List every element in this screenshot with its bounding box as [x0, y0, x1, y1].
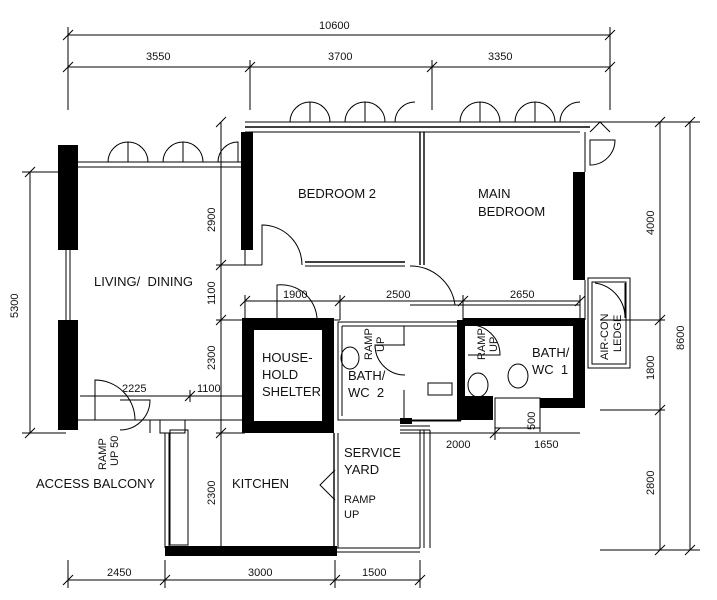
room-shelter-line3: SHELTER [262, 384, 321, 399]
ramp-bath2-up: UP [375, 337, 387, 352]
dim-v-2300-a: 2300 [206, 346, 218, 370]
room-kitchen: KITCHEN [232, 476, 289, 491]
room-access-balcony: ACCESS BALCONY [36, 476, 156, 491]
room-shelter-line1: HOUSE- [262, 350, 313, 365]
dim-overall-width: 10600 [319, 20, 350, 32]
dim-h-1100: 1100 [197, 383, 221, 395]
dim-v-2300-b: 2300 [206, 481, 218, 505]
windows-doors [94, 101, 626, 501]
room-bath1-line2: WC 1 [532, 362, 568, 377]
dim-right-4000: 4000 [645, 211, 657, 235]
ramp-bath2-label: RAMP [363, 328, 375, 360]
room-aircon-ledge-line2: LEDGE [612, 315, 624, 352]
room-bath2-line1: BATH/ [348, 368, 386, 383]
room-bath2-line2: WC 2 [348, 385, 384, 400]
dim-mid-2650: 2650 [510, 289, 534, 301]
ramp-service-label: RAMP [344, 494, 376, 506]
ramp-balcony-up50: UP 50 [109, 436, 121, 466]
dim-h-1650: 1650 [534, 439, 558, 451]
ramp-balcony-label: RAMP [97, 438, 109, 470]
room-service-yard-line1: SERVICE [344, 445, 401, 460]
dim-v-2900: 2900 [206, 208, 218, 232]
ramp-bath1-label: RAMP [476, 328, 488, 360]
room-living-dining: LIVING/ DINING [94, 274, 193, 289]
walls [58, 121, 631, 556]
dim-right-1800: 1800 [645, 356, 657, 380]
room-service-yard-line2: YARD [344, 462, 379, 477]
room-labels: BEDROOM 2 MAIN BEDROOM LIVING/ DINING HO… [36, 186, 624, 521]
room-main-bedroom-line2: BEDROOM [478, 204, 545, 219]
dim-top-1: 3550 [146, 51, 170, 63]
dim-right-total: 8600 [675, 326, 687, 350]
room-bedroom-2: BEDROOM 2 [298, 186, 376, 201]
room-shelter-line2: HOLD [262, 367, 298, 382]
dim-bottom-1500: 1500 [362, 567, 386, 579]
dim-h-2000: 2000 [446, 439, 470, 451]
dim-bottom-2450: 2450 [107, 567, 131, 579]
dim-mid-2500: 2500 [386, 289, 410, 301]
dim-v-500: 500 [526, 412, 538, 430]
room-main-bedroom-line1: MAIN [478, 186, 511, 201]
dim-top-3: 3350 [488, 51, 512, 63]
ramp-service-up: UP [344, 509, 359, 521]
dim-right-2800: 2800 [645, 471, 657, 495]
dimension-lines [22, 27, 700, 588]
room-bath1-line1: BATH/ [532, 345, 570, 360]
dim-v-1100: 1100 [206, 281, 218, 305]
dim-left-total: 5300 [9, 294, 21, 318]
dim-mid-1900: 1900 [283, 289, 307, 301]
dim-top-2: 3700 [328, 51, 352, 63]
dimension-labels: 10600 3550 3700 3350 5300 2900 1100 2300… [9, 20, 687, 579]
dim-bottom-3000: 3000 [248, 567, 272, 579]
dim-h-2225: 2225 [122, 383, 146, 395]
ramp-bath1-up: UP [488, 337, 500, 352]
room-aircon-ledge-line1: AIR-CON [599, 314, 611, 361]
